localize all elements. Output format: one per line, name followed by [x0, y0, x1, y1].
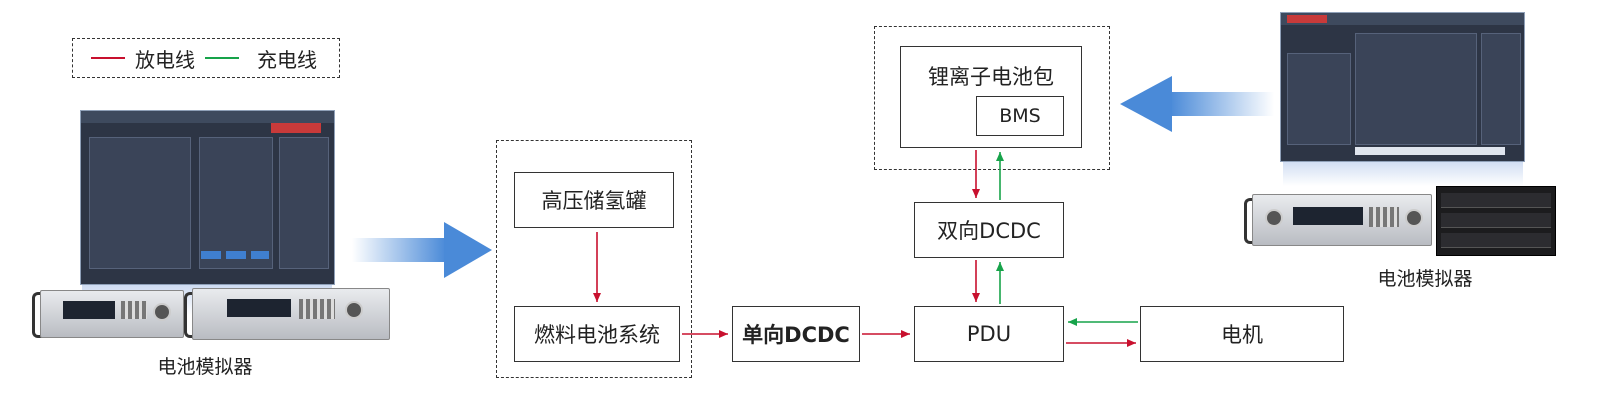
- discharge-line-swatch: [91, 57, 125, 59]
- dcdc-unidirectional-node: 单向DCDC: [732, 306, 860, 362]
- right-simulator-label: 电池模拟器: [1377, 268, 1473, 290]
- motor-node: 电机: [1140, 306, 1344, 362]
- left-power-supply-2: [192, 288, 390, 340]
- charge-legend-label: 充电线: [257, 47, 317, 72]
- discharge-legend-label: 放电线: [135, 47, 195, 72]
- li-ion-pack-label: 锂离子电池包: [928, 65, 1054, 89]
- fuel-cell-group: [496, 140, 692, 378]
- right-screen-glow: [1283, 160, 1523, 186]
- left-simulator-label: 电池模拟器: [157, 356, 253, 378]
- left-device-handle: [32, 292, 43, 338]
- bms-node: BMS: [976, 96, 1064, 136]
- battery-pack-group: [874, 26, 1110, 170]
- right-device-handle: [1244, 198, 1255, 244]
- charge-line-swatch: [205, 57, 239, 59]
- legend: 放电线 充电线: [72, 38, 340, 78]
- left-software-screenshot: [80, 110, 335, 285]
- right-rack-unit: [1436, 186, 1556, 256]
- fuel-cell-node: 燃料电池系统: [514, 306, 680, 362]
- right-flow-arrow: [1120, 76, 1274, 132]
- pdu-node: PDU: [914, 306, 1064, 362]
- dcdc-bidirectional-node: 双向DCDC: [914, 202, 1064, 258]
- right-software-screenshot: [1280, 12, 1525, 162]
- right-power-supply: [1252, 194, 1432, 246]
- hydrogen-tank-node: 高压储氢罐: [514, 172, 674, 228]
- left-flow-arrow: [352, 222, 492, 278]
- left-device-handle-2: [184, 292, 195, 338]
- left-power-supply-1: [40, 290, 184, 338]
